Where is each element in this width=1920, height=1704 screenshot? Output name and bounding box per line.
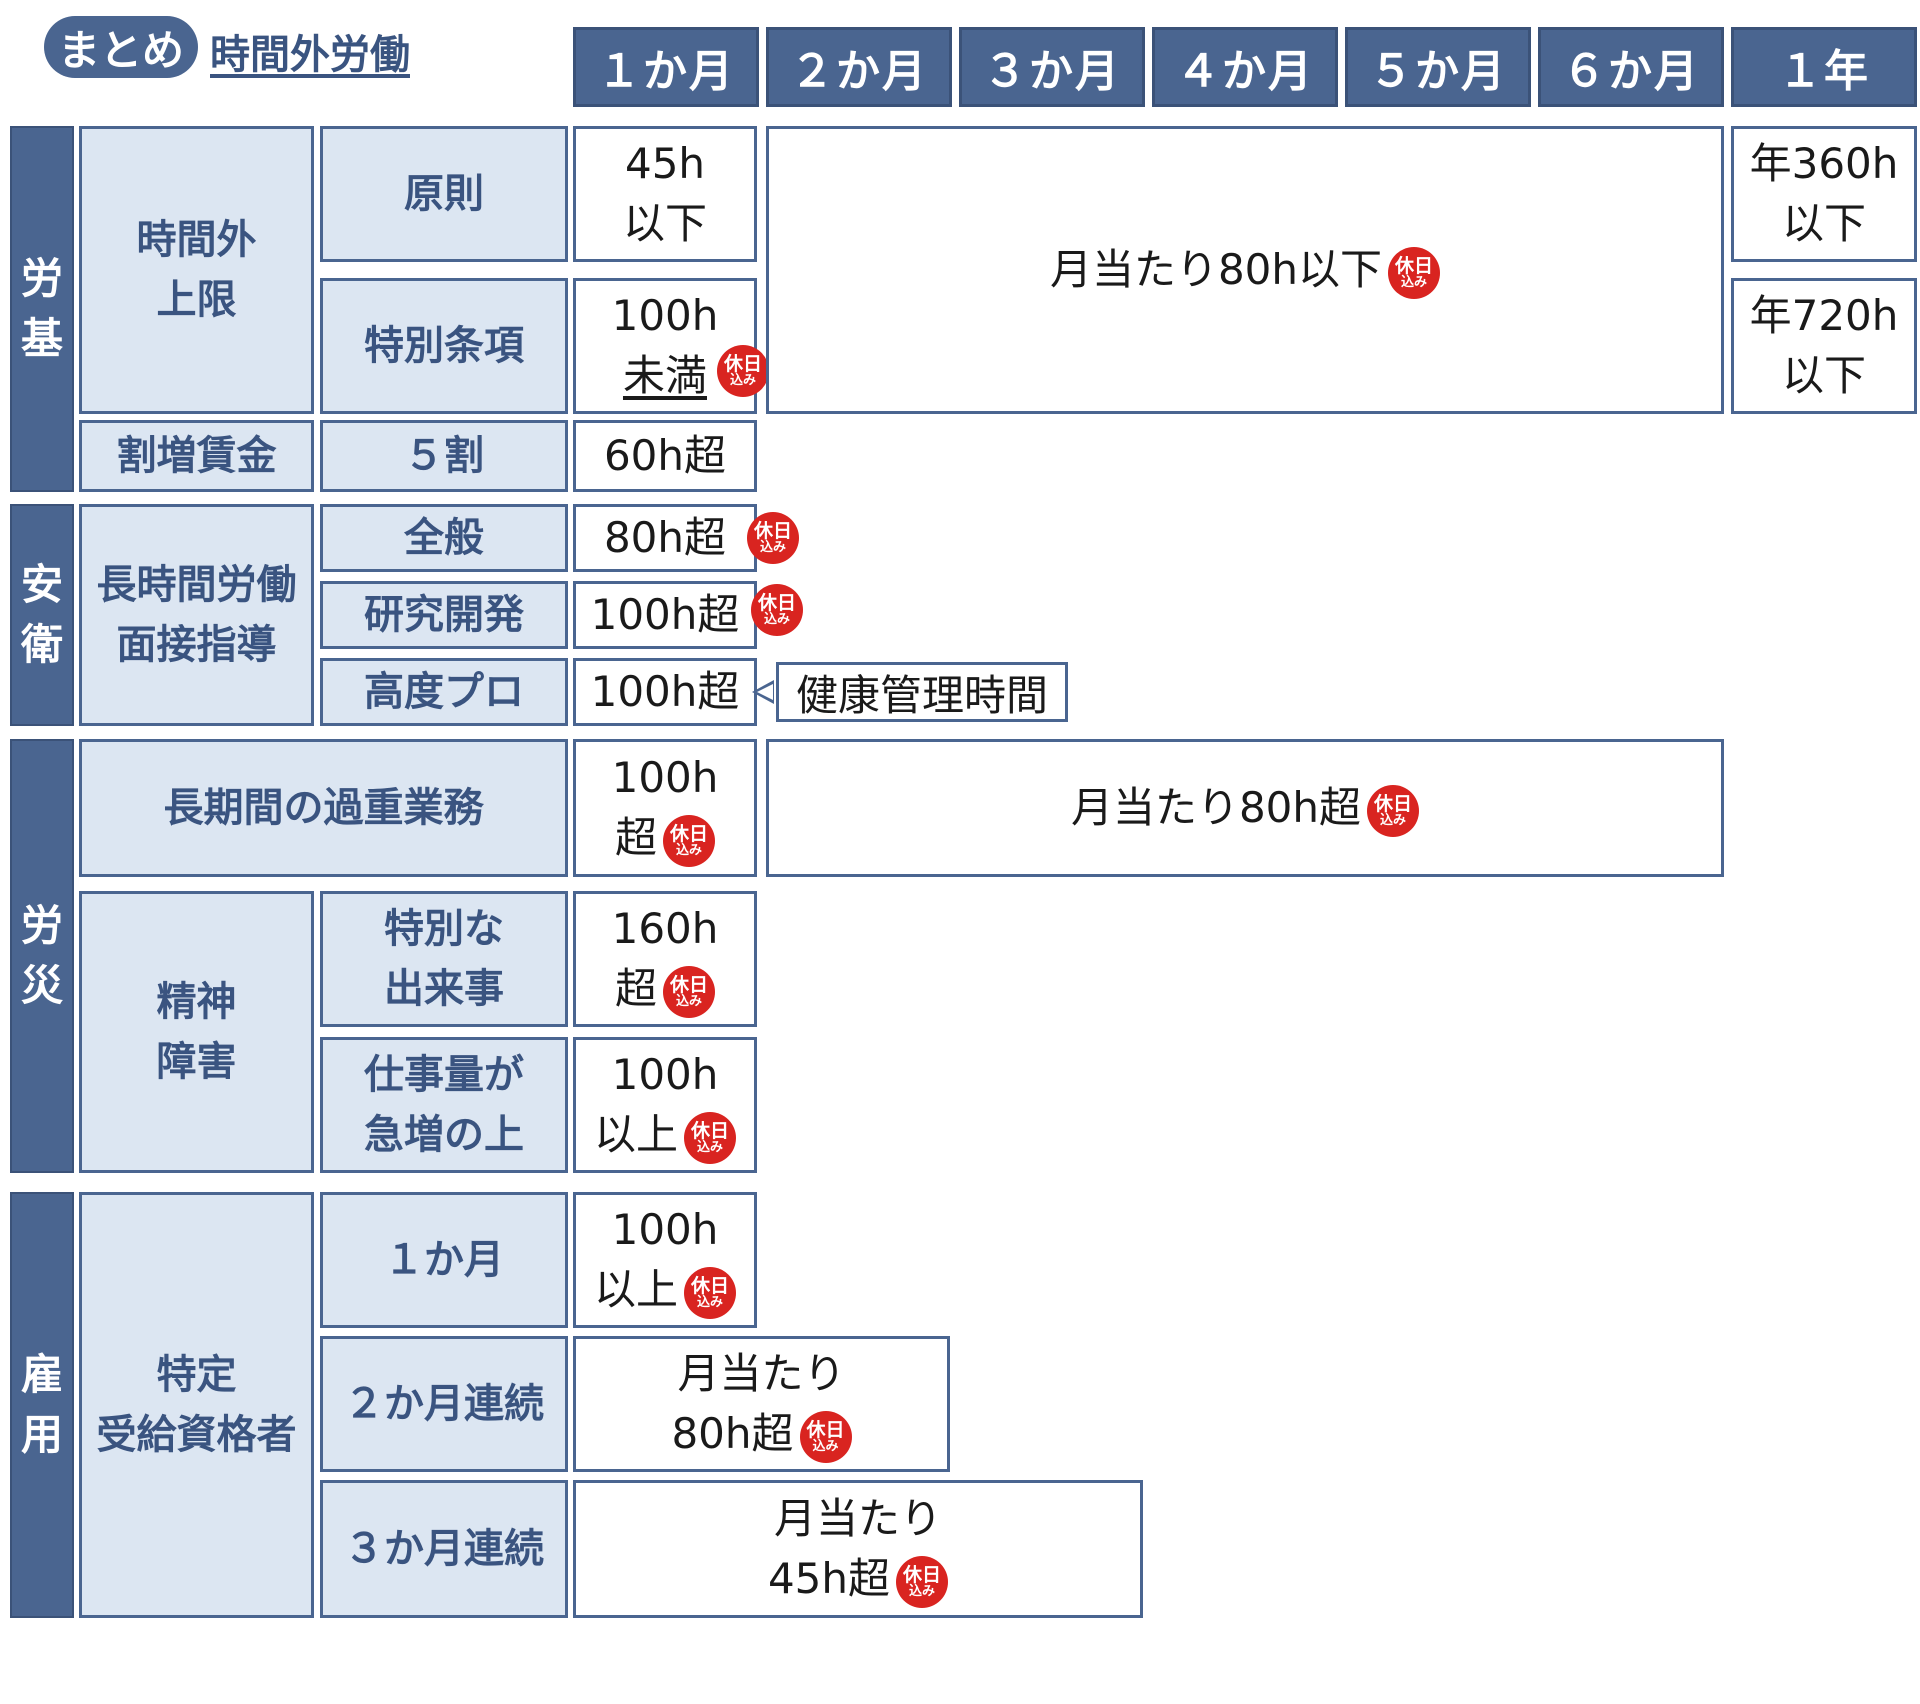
holiday-included-icon: 休日込み	[684, 1266, 736, 1319]
section-anei: 安衛	[10, 504, 74, 726]
long-term-overwork-multi-month-value: 月当たり80h超休日込み	[766, 739, 1724, 877]
research-development-month-value: 100h超	[573, 581, 757, 649]
holiday-included-icon: 休日込み	[745, 584, 803, 636]
col-header-1-year: １年	[1731, 27, 1917, 107]
section-roki: 労基	[10, 126, 74, 492]
holiday-included-icon: 休日込み	[799, 1410, 852, 1463]
general-label: 全般	[320, 504, 568, 572]
highly-professional-label: 高度プロ	[320, 658, 568, 726]
col-header-3-months: ３か月	[959, 27, 1145, 107]
two-months-consecutive-value: 月当たり 80h超休日込み	[573, 1336, 950, 1472]
section-rosai: 労災	[10, 739, 74, 1173]
section-koyo: 雇用	[10, 1192, 74, 1618]
workload-increase-label: 仕事量が急増の上	[320, 1037, 568, 1173]
special-event-label: 特別な出来事	[320, 891, 568, 1027]
research-development-label: 研究開発	[320, 581, 568, 649]
callout-tail-inner	[757, 684, 773, 700]
long-term-overwork-label: 長期間の過重業務	[79, 739, 568, 877]
page-title: 時間外労働	[210, 32, 410, 78]
holiday-included-icon: 休日込み	[711, 345, 769, 397]
premium-wage-label: 割増賃金	[79, 420, 314, 492]
col-header-1-month: １か月	[573, 27, 759, 107]
health-management-time-callout: 健康管理時間	[776, 662, 1068, 722]
mental-disorder-label: 精神障害	[79, 891, 314, 1173]
col-header-2-months: ２か月	[766, 27, 952, 107]
special-event-month-value: 160h 超休日込み	[573, 891, 757, 1027]
col-header-4-months: ４か月	[1152, 27, 1338, 107]
principle-label: 原則	[320, 126, 568, 262]
general-month-value: 80h超	[573, 504, 757, 572]
three-months-consecutive-label: ３か月連続	[320, 1480, 568, 1618]
multi-month-limit-value: 月当たり80h以下休日込み	[766, 126, 1724, 414]
holiday-included-icon: 休日込み	[1388, 246, 1441, 299]
holiday-included-icon: 休日込み	[684, 1111, 736, 1164]
summary-badge: まとめ	[44, 16, 198, 78]
premium-month-value: 60h超	[573, 420, 757, 492]
holiday-included-icon: 休日込み	[663, 814, 715, 867]
holiday-included-icon: 休日込み	[896, 1555, 949, 1608]
one-month-value: 100h 以上休日込み	[573, 1192, 757, 1328]
long-term-overwork-month-value: 100h 超休日込み	[573, 739, 757, 877]
col-header-5-months: ５か月	[1345, 27, 1531, 107]
col-header-6-months: ６か月	[1538, 27, 1724, 107]
one-month-label: １か月	[320, 1192, 568, 1328]
guidance-label: 長時間労働面接指導	[79, 504, 314, 726]
holiday-included-icon: 休日込み	[663, 965, 715, 1018]
holiday-included-icon: 休日込み	[1367, 784, 1420, 837]
workload-increase-month-value: 100h 以上休日込み	[573, 1037, 757, 1173]
overtime-limit-label: 時間外上限	[79, 126, 314, 414]
three-months-consecutive-value: 月当たり 45h超休日込み	[573, 1480, 1143, 1618]
special-clause-label: 特別条項	[320, 278, 568, 414]
highly-professional-month-value: 100h超	[573, 658, 757, 726]
holiday-included-icon: 休日込み	[741, 512, 799, 564]
premium-rate-label: ５割	[320, 420, 568, 492]
two-months-consecutive-label: ２か月連続	[320, 1336, 568, 1472]
qualified-recipient-label: 特定受給資格者	[79, 1192, 314, 1618]
